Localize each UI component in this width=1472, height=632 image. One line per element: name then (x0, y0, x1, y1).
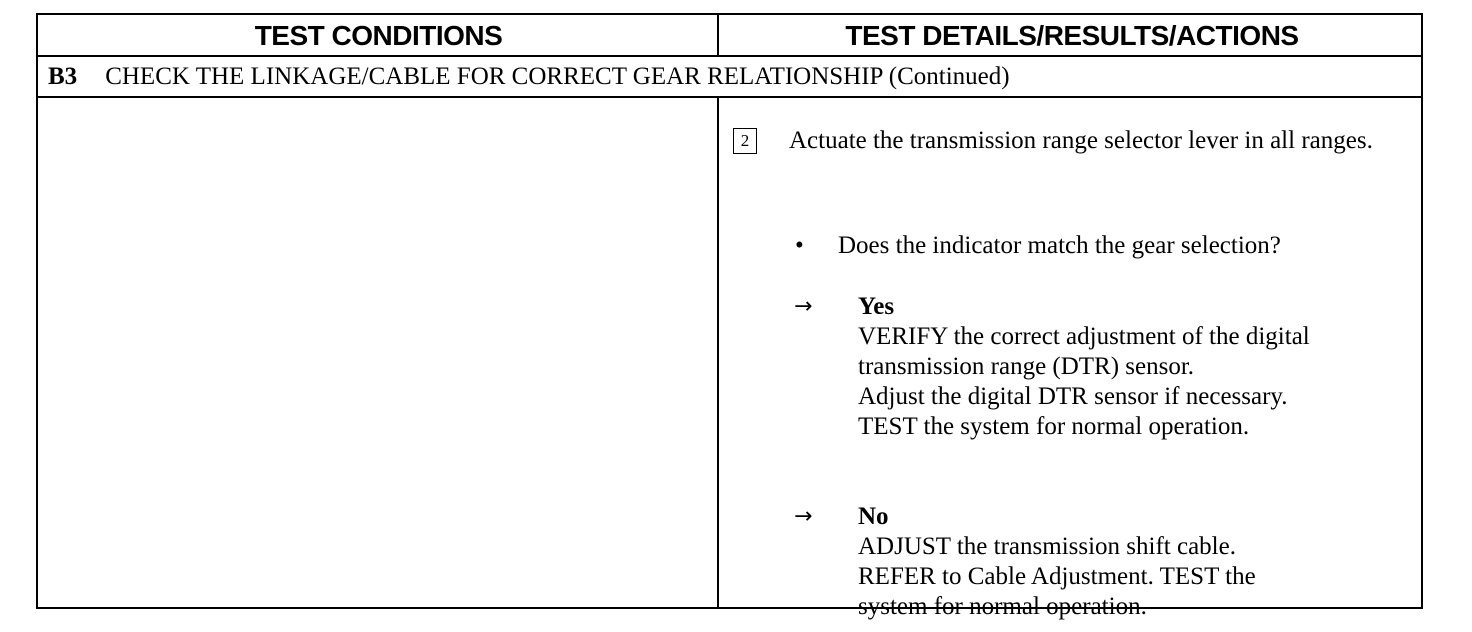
right-arrow-icon: → (794, 504, 813, 529)
section-title: CHECK THE LINKAGE/CABLE FOR CORRECT GEAR… (105, 63, 1010, 90)
section-code: B3 (48, 63, 78, 90)
right-arrow-icon: → (794, 294, 813, 319)
result-yes: Yes VERIFY the correct adjustment of the… (858, 292, 1418, 442)
column-divider-body (717, 98, 719, 607)
result-yes-line: transmission range (DTR) sensor. (858, 353, 1195, 380)
header-divider (38, 55, 1421, 57)
result-yes-line: VERIFY the correct adjustment of the dig… (858, 323, 1310, 350)
step-instruction: Actuate the transmission range selector … (789, 127, 1373, 154)
result-no-title: No (858, 503, 889, 530)
section-divider (38, 96, 1421, 98)
column-divider-top (717, 15, 719, 56)
result-no-line: REFER to Cable Adjustment. TEST the (858, 563, 1256, 590)
header-test-conditions: TEST CONDITIONS (254, 20, 503, 51)
result-no-line: system for normal operation. (858, 593, 1147, 620)
result-yes-title: Yes (858, 293, 895, 320)
question-text: Does the indicator match the gear select… (838, 232, 1281, 259)
step-number-box: 2 (733, 128, 757, 154)
result-no: No ADJUST the transmission shift cable. … (858, 502, 1418, 622)
diagnostic-table: TEST CONDITIONS TEST DETAILS/RESULTS/ACT… (36, 13, 1423, 620)
header-test-details: TEST DETAILS/RESULTS/ACTIONS (845, 20, 1299, 51)
result-yes-line: TEST the system for normal operation. (858, 413, 1250, 440)
result-yes-line: Adjust the digital DTR sensor if necessa… (858, 383, 1288, 410)
bullet-icon: • (795, 232, 804, 259)
result-no-line: ADJUST the transmission shift cable. (858, 533, 1236, 560)
section-row: B3 CHECK THE LINKAGE/CABLE FOR CORRECT GE… (48, 57, 1010, 97)
